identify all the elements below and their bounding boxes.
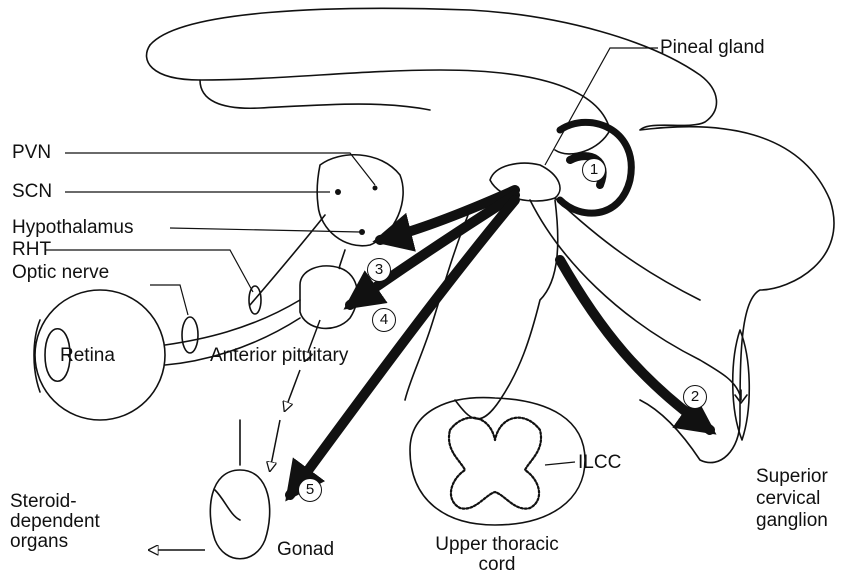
gonad-shape xyxy=(210,470,269,559)
label-scn: SCN xyxy=(12,182,52,201)
label-scg-line3: ganglion xyxy=(756,510,828,532)
label-gonad: Gonad xyxy=(277,540,334,559)
arrow-4 xyxy=(350,195,515,305)
label-cord-line2: cord xyxy=(412,555,582,575)
marker-1: 1 xyxy=(582,158,606,182)
label-optic-nerve: Optic nerve xyxy=(12,263,109,282)
label-pineal-gland: Pineal gland xyxy=(660,38,765,57)
label-ilcc: ILCC xyxy=(578,453,621,472)
hollow-arrow-mid xyxy=(285,370,300,410)
marker-2: 2 xyxy=(683,385,707,409)
label-steroid-line1: Steroid- xyxy=(10,492,100,512)
leader-pvn xyxy=(65,153,375,185)
anterior-pituitary-shape xyxy=(300,266,357,328)
label-pvn: PVN xyxy=(12,143,51,162)
label-steroid-organs: Steroid- dependent organs xyxy=(10,492,100,552)
leader-ilcc xyxy=(545,462,575,465)
spinal-cord-outline xyxy=(410,398,585,525)
leader-hypothalamus xyxy=(170,228,360,232)
hollow-arrow-gonad xyxy=(270,420,280,470)
marker-5: 5 xyxy=(298,478,322,502)
label-scg: Superior cervical ganglion xyxy=(756,466,828,532)
label-retina: Retina xyxy=(60,346,115,365)
rht-path xyxy=(250,215,325,305)
label-steroid-line2: dependent xyxy=(10,512,100,532)
label-hypothalamus: Hypothalamus xyxy=(12,218,133,237)
corpus-callosum xyxy=(147,45,610,154)
grey-matter xyxy=(449,418,541,509)
marker-3: 3 xyxy=(367,258,391,282)
marker-4: 4 xyxy=(372,308,396,332)
label-rht: RHT xyxy=(12,240,51,259)
label-steroid-line3: organs xyxy=(10,532,100,552)
leader-optic xyxy=(150,285,188,315)
label-scg-line2: cervical xyxy=(756,488,828,510)
label-cord-line1: Upper thoracic xyxy=(412,535,582,555)
label-scg-line1: Superior xyxy=(756,466,828,488)
leader-pineal xyxy=(545,48,658,165)
label-upper-thoracic-cord: Upper thoracic cord xyxy=(412,535,582,575)
label-anterior-pituitary: Anterior pituitary xyxy=(210,346,348,365)
brainstem-outline xyxy=(455,200,558,419)
